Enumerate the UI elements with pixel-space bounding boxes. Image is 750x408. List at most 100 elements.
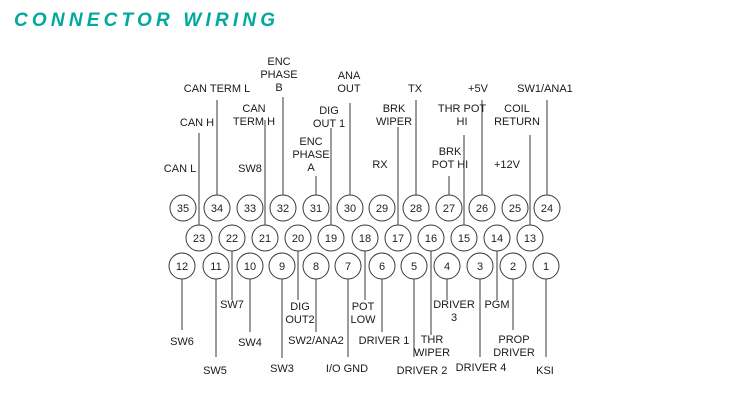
signal-label-pin-8: SW2/ANA2 — [288, 335, 344, 347]
pin-circle — [302, 194, 330, 222]
pin-10: 10 — [236, 252, 264, 280]
pin-number: 2 — [510, 261, 516, 273]
pin-35: 35 — [169, 194, 197, 222]
pin-number: 10 — [244, 261, 256, 273]
pin-number: 11 — [210, 261, 221, 273]
pin-23: 23 — [185, 224, 213, 252]
pin-number: 27 — [443, 203, 455, 215]
pin-circle — [203, 194, 231, 222]
pin-number: 7 — [345, 261, 351, 273]
signal-label-pin-7: I/O GND — [326, 363, 368, 375]
signal-label-pin-1: KSI — [536, 365, 554, 377]
pin-number: 28 — [410, 203, 422, 215]
pin-circle — [368, 194, 396, 222]
pin-circle — [400, 252, 428, 280]
label-line: POT HI — [432, 159, 468, 171]
pin-circle — [435, 194, 463, 222]
label-line: RETURN — [494, 116, 540, 128]
signal-label-pin-29: RX — [372, 159, 388, 171]
pin-number: 30 — [344, 203, 356, 215]
label-line: POT — [352, 301, 375, 313]
pin-circle — [284, 224, 312, 252]
pin-9: 9 — [268, 252, 296, 280]
pin-circle — [384, 224, 412, 252]
signal-label-pin-28: TX — [408, 83, 423, 95]
pin-number: 31 — [310, 203, 322, 215]
pin-7: 7 — [334, 252, 362, 280]
pin-number: 33 — [244, 203, 256, 215]
pin-number: 3 — [477, 261, 483, 273]
label-line: WIPER — [414, 347, 450, 359]
pin-1: 1 — [532, 252, 560, 280]
pin-number: 9 — [279, 261, 285, 273]
pin-circle — [218, 224, 246, 252]
pin-circle — [302, 252, 330, 280]
label-line: OUT — [337, 83, 361, 95]
signal-label-pin-25: +12V — [494, 159, 521, 171]
pin-number: 29 — [376, 203, 388, 215]
label-line: 3 — [451, 312, 457, 324]
label-line: DRIVER — [493, 347, 535, 359]
pin-circle — [169, 194, 197, 222]
pin-circle — [168, 252, 196, 280]
pin-21: 21 — [251, 224, 279, 252]
label-line: CAN TERM L — [184, 83, 250, 95]
label-line: PHASE — [260, 69, 297, 81]
pin-number: 24 — [541, 203, 553, 215]
pin-circle — [368, 252, 396, 280]
pin-11: 11 — [202, 252, 230, 280]
pin-number: 1 — [543, 261, 549, 273]
label-line: SW8 — [238, 163, 262, 175]
pin-circle — [501, 194, 529, 222]
pin-number: 23 — [193, 233, 205, 245]
label-line: WIPER — [376, 116, 412, 128]
pin-26: 26 — [468, 194, 496, 222]
label-line: I/O GND — [326, 363, 368, 375]
label-line: LOW — [350, 314, 376, 326]
label-line: SW2/ANA2 — [288, 335, 344, 347]
label-line: SW3 — [270, 363, 294, 375]
pin-circle — [317, 224, 345, 252]
signal-label-pin-34: CAN TERM L — [184, 83, 250, 95]
signal-label-pin-35: CAN L — [164, 163, 196, 175]
label-line: OUT 1 — [313, 118, 345, 130]
label-line: A — [307, 162, 315, 174]
label-line: OUT2 — [285, 314, 314, 326]
signal-label-pin-11: SW5 — [203, 365, 227, 377]
pin-circle — [483, 224, 511, 252]
pin-30: 30 — [336, 194, 364, 222]
pin-22: 22 — [218, 224, 246, 252]
label-line: DRIVER — [433, 299, 475, 311]
signal-label-pin-9: SW3 — [270, 363, 294, 375]
pin-number: 14 — [491, 233, 503, 245]
pin-number: 19 — [325, 233, 337, 245]
pin-number: 32 — [277, 203, 289, 215]
pin-circle — [236, 194, 264, 222]
pin-circle — [417, 224, 445, 252]
label-line: CAN H — [180, 117, 214, 129]
pin-number: 18 — [359, 233, 371, 245]
pin-circle — [499, 252, 527, 280]
label-line: SW7 — [220, 299, 244, 311]
pin-31: 31 — [302, 194, 330, 222]
pin-number: 16 — [425, 233, 437, 245]
label-line: B — [275, 82, 282, 94]
label-line: RX — [372, 159, 388, 171]
label-line: +5V — [468, 83, 489, 95]
label-line: CAN L — [164, 163, 196, 175]
pin-15: 15 — [450, 224, 478, 252]
pin-32: 32 — [269, 194, 297, 222]
pin-33: 33 — [236, 194, 264, 222]
label-line: THR POT — [438, 103, 487, 115]
label-line: PROP — [498, 334, 529, 346]
label-line: SW6 — [170, 336, 194, 348]
